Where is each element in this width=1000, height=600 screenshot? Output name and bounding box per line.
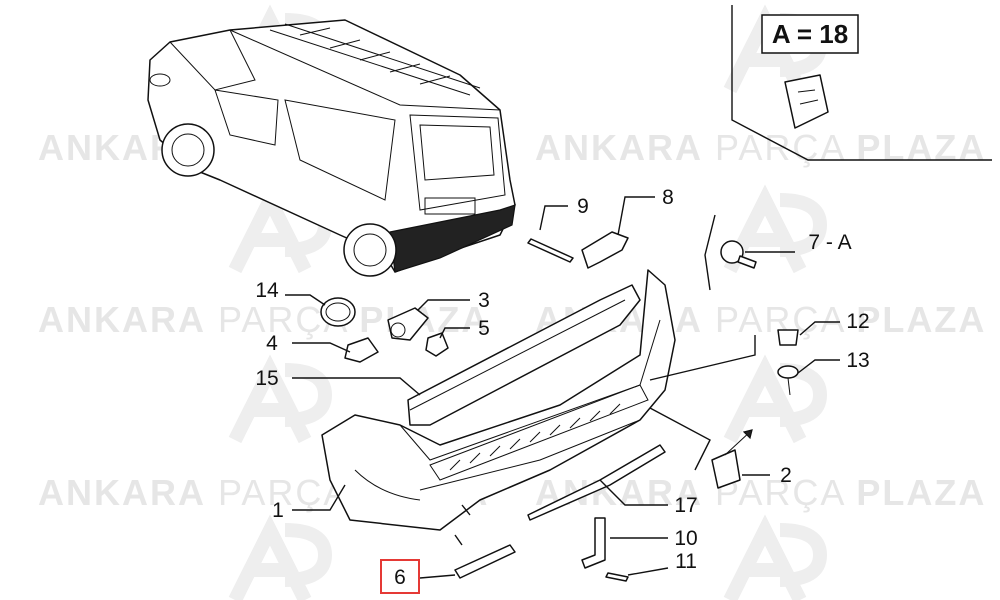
rear-bumper bbox=[321, 269, 676, 531]
callout-8: 8 bbox=[662, 186, 674, 209]
van-front-wheel bbox=[161, 123, 215, 177]
leader-6 bbox=[419, 574, 456, 579]
highlight-box bbox=[380, 559, 420, 594]
leader-lines bbox=[285, 196, 840, 579]
van-rear-bumper-highlight bbox=[389, 204, 516, 273]
leader-lower-group bbox=[454, 504, 471, 546]
reflector-icon bbox=[454, 544, 516, 579]
callout-4: 4 bbox=[266, 332, 278, 355]
leader-17 bbox=[599, 479, 668, 506]
bumper-reinforcement bbox=[407, 284, 641, 426]
callout-13: 13 bbox=[846, 349, 869, 372]
callout-10: 10 bbox=[674, 527, 697, 550]
clip-icon bbox=[784, 74, 829, 129]
callout-17: 17 bbox=[674, 494, 697, 517]
van-sliding-door bbox=[284, 99, 396, 201]
inset-label-box bbox=[761, 14, 859, 54]
leader-7a-scope bbox=[704, 214, 716, 291]
reinforcement-bar-edge bbox=[409, 299, 626, 411]
callout-1: 1 bbox=[272, 499, 284, 522]
leader-13 bbox=[797, 359, 840, 374]
leader-1 bbox=[292, 484, 346, 511]
bumper-step-ribs bbox=[449, 403, 621, 471]
reinforcement-bar bbox=[407, 284, 641, 426]
callout-5: 5 bbox=[478, 317, 490, 340]
bumper-lower-line bbox=[419, 419, 641, 491]
retaining-rod-icon bbox=[527, 238, 574, 263]
leader-9 bbox=[539, 205, 568, 231]
van-rear-door bbox=[409, 114, 506, 211]
callout-6: 6 bbox=[394, 566, 406, 589]
van-side-window bbox=[214, 89, 279, 146]
bumper-step-plate bbox=[429, 384, 649, 481]
bolt-icon bbox=[605, 572, 629, 582]
tow-hook-cover-icon bbox=[711, 449, 741, 489]
parking-sensor-face bbox=[390, 322, 406, 338]
bumper-inner-lip bbox=[354, 469, 421, 501]
van-rear-wheel-rim bbox=[353, 233, 387, 267]
leader-bracket-group bbox=[649, 407, 711, 471]
callout-7a: 7 - A bbox=[808, 231, 851, 254]
leader-11 bbox=[627, 567, 669, 576]
watermark-logo-icon bbox=[723, 354, 828, 444]
inset-panel: A = 18 bbox=[731, 5, 992, 161]
callout-11: 11 bbox=[675, 550, 697, 573]
watermark-logo-icon bbox=[228, 514, 333, 600]
bumper-top-edge bbox=[399, 319, 661, 461]
sensor-bracket-icon bbox=[344, 337, 379, 363]
van-headlight bbox=[149, 73, 171, 87]
bumper-shell bbox=[321, 269, 676, 531]
leader-bumper-group bbox=[649, 335, 756, 381]
leader-14 bbox=[285, 294, 326, 306]
clip-icon-detail bbox=[797, 89, 819, 105]
small-parts bbox=[320, 231, 799, 582]
van-roof-line bbox=[229, 29, 501, 111]
parking-sensor-icon bbox=[387, 307, 429, 341]
screw-head-icon bbox=[720, 240, 744, 264]
van-rear-wheel bbox=[343, 223, 397, 277]
callout-labels: 1 2 3 4 5 6 7 - A 8 9 10 11 12 13 14 15 … bbox=[255, 186, 869, 589]
callout-9: 9 bbox=[577, 195, 589, 218]
van-illustration bbox=[147, 19, 516, 277]
inset-border bbox=[731, 5, 992, 161]
leader-5 bbox=[439, 327, 470, 339]
leader-3 bbox=[417, 299, 470, 311]
push-clip-icon bbox=[777, 329, 799, 346]
watermark-logo-icon bbox=[228, 354, 333, 444]
leader-12 bbox=[799, 321, 840, 336]
callout-3: 3 bbox=[478, 289, 490, 312]
leader-15 bbox=[292, 377, 421, 396]
watermark-text: ANKARA PARÇA PLAZA bbox=[535, 127, 986, 168]
watermark: ANKARA PARÇA PLAZA ANKARA PARÇA PLAZA AN… bbox=[38, 4, 986, 600]
tapping-screw-icon bbox=[777, 365, 799, 379]
callout-2: 2 bbox=[780, 464, 792, 487]
van-plate-recess bbox=[424, 197, 476, 215]
sensor-ring-icon bbox=[425, 332, 449, 357]
van-front-wheel-rim bbox=[171, 133, 205, 167]
van-windscreen bbox=[169, 29, 256, 91]
leader-8 bbox=[617, 196, 655, 236]
grommet-icon bbox=[320, 297, 356, 327]
support-bracket-icon bbox=[581, 517, 606, 569]
watermark-logo-icon bbox=[723, 514, 828, 600]
callout-12: 12 bbox=[846, 310, 869, 333]
grommet-icon-inner bbox=[325, 302, 351, 322]
van-roof-rail bbox=[269, 23, 481, 96]
inset-label: A = 18 bbox=[772, 19, 848, 49]
tapping-screw-thread bbox=[787, 377, 791, 396]
callout-15: 15 bbox=[255, 367, 278, 390]
leader-4 bbox=[292, 342, 351, 353]
van-roof-ribs bbox=[299, 27, 451, 85]
mounting-bracket-icon bbox=[581, 231, 629, 269]
arrow-head-icon bbox=[742, 429, 753, 440]
van-rear-window bbox=[419, 124, 495, 181]
screw-shank-icon bbox=[737, 255, 757, 269]
callout-14: 14 bbox=[255, 279, 279, 302]
